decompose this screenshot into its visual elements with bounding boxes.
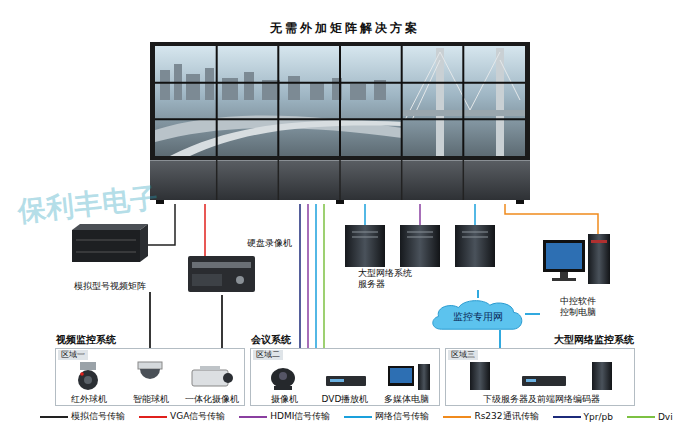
region-box: 视频监控系统区域一红外球机智能球机一体化摄像机 (55, 348, 245, 406)
legend-line-sample (553, 413, 581, 421)
device-node: 中控软件 控制电脑 (540, 230, 615, 318)
region-heading: 会议系统 (251, 334, 291, 345)
legend-line-sample (139, 413, 167, 421)
region-tag: 区域一 (58, 350, 88, 360)
device-node: 摄像机 (255, 361, 313, 405)
legend-text: Dvi (658, 412, 673, 422)
server-towers (345, 225, 495, 267)
device-node: 硬盘录像机 (185, 238, 292, 295)
video-wall (150, 42, 530, 204)
device-label: 红外球机 (71, 394, 107, 405)
wall-wires (140, 204, 598, 348)
watermark: 保利丰电子 (16, 179, 159, 231)
legend-text: VGA信号传输 (170, 410, 225, 423)
legend-entry: Dvi (627, 412, 673, 422)
legend-line-sample (40, 413, 68, 421)
signal-connector (525, 313, 540, 315)
legend-line-sample (344, 413, 372, 421)
legend-line-sample (627, 413, 655, 421)
dvr-device (188, 256, 255, 292)
legend-text: 网络信号传输 (375, 410, 429, 423)
signal-connector (149, 292, 151, 348)
control-computer (543, 234, 610, 284)
device-label: 下级服务器及前端网络编码器 (483, 394, 600, 405)
device-node: 红外球机 (60, 361, 118, 405)
device-node: DVD播放机 (317, 361, 373, 405)
device-label: 多媒体电脑 (384, 394, 429, 405)
legend-entry: HDMI信号传输 (239, 410, 330, 423)
device-label: 中控软件 控制电脑 (556, 296, 600, 318)
signal-connector (221, 295, 223, 348)
device-node: 智能球机 (122, 361, 180, 405)
device-label: 摄像机 (271, 394, 298, 405)
region-heading: 大型网络监控系统 (554, 334, 634, 345)
legend-text: 模拟信号传输 (71, 410, 125, 423)
legend-entry: Ypr/pb (553, 412, 613, 422)
device-node: 下级服务器及前端网络编码器 (450, 361, 632, 405)
camera-icons (78, 362, 233, 390)
legend-entry: 模拟信号传输 (40, 410, 125, 423)
region-box: 会议系统区域二摄像机DVD播放机多媒体电脑 (250, 348, 440, 406)
legend-text: Rs232通讯传输 (474, 410, 538, 423)
conference-icons (271, 364, 430, 390)
network-encoder-icons (470, 362, 612, 390)
device-node: 模拟型号视频矩阵 (58, 224, 162, 292)
device-label: 模拟型号视频矩阵 (74, 281, 146, 292)
signal-connector (499, 330, 501, 348)
legend-entry: Rs232通讯传输 (443, 410, 538, 423)
device-label: 硬盘录像机 (247, 238, 292, 249)
legend-text: HDMI信号传输 (270, 410, 330, 423)
legend: 模拟信号传输 VGA信号传输 HDMI信号传输 网络信号传输 Rs232通讯传输 Ypr/… (40, 410, 673, 423)
legend-text: Ypr/pb (584, 412, 613, 422)
device-label: 大型网络系统 服务器 (358, 268, 418, 290)
region-tag: 区域三 (448, 350, 478, 360)
network-cloud: 监控专用网 (430, 298, 525, 330)
device-node: 一体化摄像机 (180, 361, 244, 405)
legend-line-sample (443, 413, 471, 421)
region-box: 大型网络监控系统区域三下级服务器及前端网络编码器 (445, 348, 635, 406)
signal-connector (477, 290, 479, 298)
legend-entry: VGA信号传输 (139, 410, 225, 423)
device-label: 智能球机 (133, 394, 169, 405)
device-label: 一体化摄像机 (185, 394, 239, 405)
region-heading: 视频监控系统 (56, 334, 116, 345)
device-label: DVD播放机 (322, 394, 369, 405)
device-node: 多媒体电脑 (375, 361, 437, 405)
legend-entry: 网络信号传输 (344, 410, 429, 423)
diagram-title: 无需外加矩阵解决方案 (0, 20, 690, 37)
device-node: 大型网络系统 服务器 (340, 220, 505, 290)
matrix-device (72, 224, 148, 262)
cloud-label: 监控专用网 (453, 307, 503, 322)
region-tag: 区域二 (253, 350, 283, 360)
legend-line-sample (239, 413, 267, 421)
